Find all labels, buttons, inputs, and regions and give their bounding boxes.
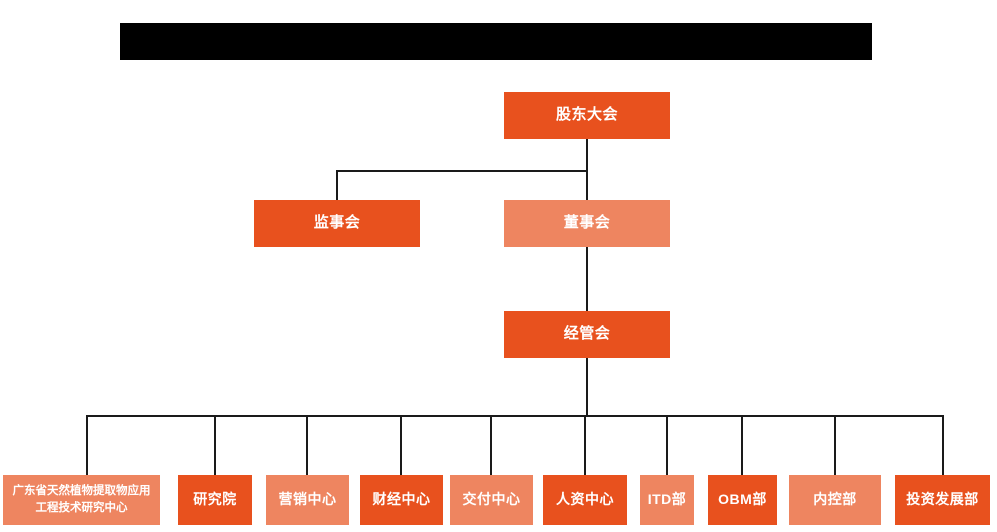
node-shareholders-meeting[interactable]: 股东大会	[504, 92, 670, 139]
connector-drop-4	[490, 415, 492, 475]
node-department-marketing-center[interactable]: 营销中心	[266, 475, 349, 525]
node-management-committee[interactable]: 经管会	[504, 311, 670, 358]
redacted-title-bar	[120, 23, 872, 60]
node-department-itd[interactable]: ITD部	[640, 475, 694, 525]
connector-board-down	[586, 170, 588, 200]
node-department-internal-control[interactable]: 内控部	[789, 475, 881, 525]
node-department-research-center[interactable]: 广东省天然植物提取物应用工程技术研究中心	[3, 475, 160, 525]
node-department-obm[interactable]: OBM部	[708, 475, 777, 525]
connector-shareholders-down	[586, 139, 588, 172]
node-department-hr-center[interactable]: 人资中心	[543, 475, 627, 525]
node-board-of-supervisors[interactable]: 监事会	[254, 200, 420, 247]
node-department-institute[interactable]: 研究院	[178, 475, 252, 525]
connector-drop-1	[214, 415, 216, 475]
connector-drop-3	[400, 415, 402, 475]
connector-drop-0	[86, 415, 88, 475]
connector-drop-7	[741, 415, 743, 475]
connector-supervisors-down	[336, 170, 338, 200]
node-department-delivery-center[interactable]: 交付中心	[450, 475, 533, 525]
connector-drop-5	[584, 415, 586, 475]
connector-drop-9	[942, 415, 944, 475]
node-department-investment-development[interactable]: 投资发展部	[895, 475, 990, 525]
connector-drop-8	[834, 415, 836, 475]
connector-management-down	[586, 358, 588, 417]
connector-department-bus	[87, 415, 944, 417]
connector-drop-2	[306, 415, 308, 475]
node-board-of-directors[interactable]: 董事会	[504, 200, 670, 247]
connector-shareholders-horizontal	[336, 170, 588, 172]
connector-drop-6	[666, 415, 668, 475]
connector-board-to-management	[586, 247, 588, 311]
node-department-finance-center[interactable]: 财经中心	[360, 475, 443, 525]
